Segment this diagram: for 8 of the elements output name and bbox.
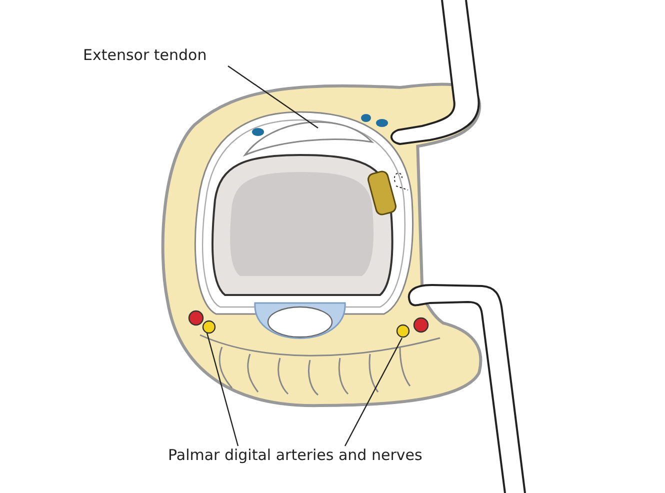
artery-and-nerve-drawing	[396, 317, 429, 338]
artery-and-nerve-drawing	[188, 310, 216, 334]
leader-line	[344, 338, 403, 446]
label-text: Extensor tendon	[83, 46, 207, 64]
label-text: Palmar digital arteries and nerves	[168, 446, 422, 464]
leader-line	[228, 66, 318, 128]
leader-line	[206, 332, 239, 446]
extensor-tendon	[244, 121, 373, 156]
